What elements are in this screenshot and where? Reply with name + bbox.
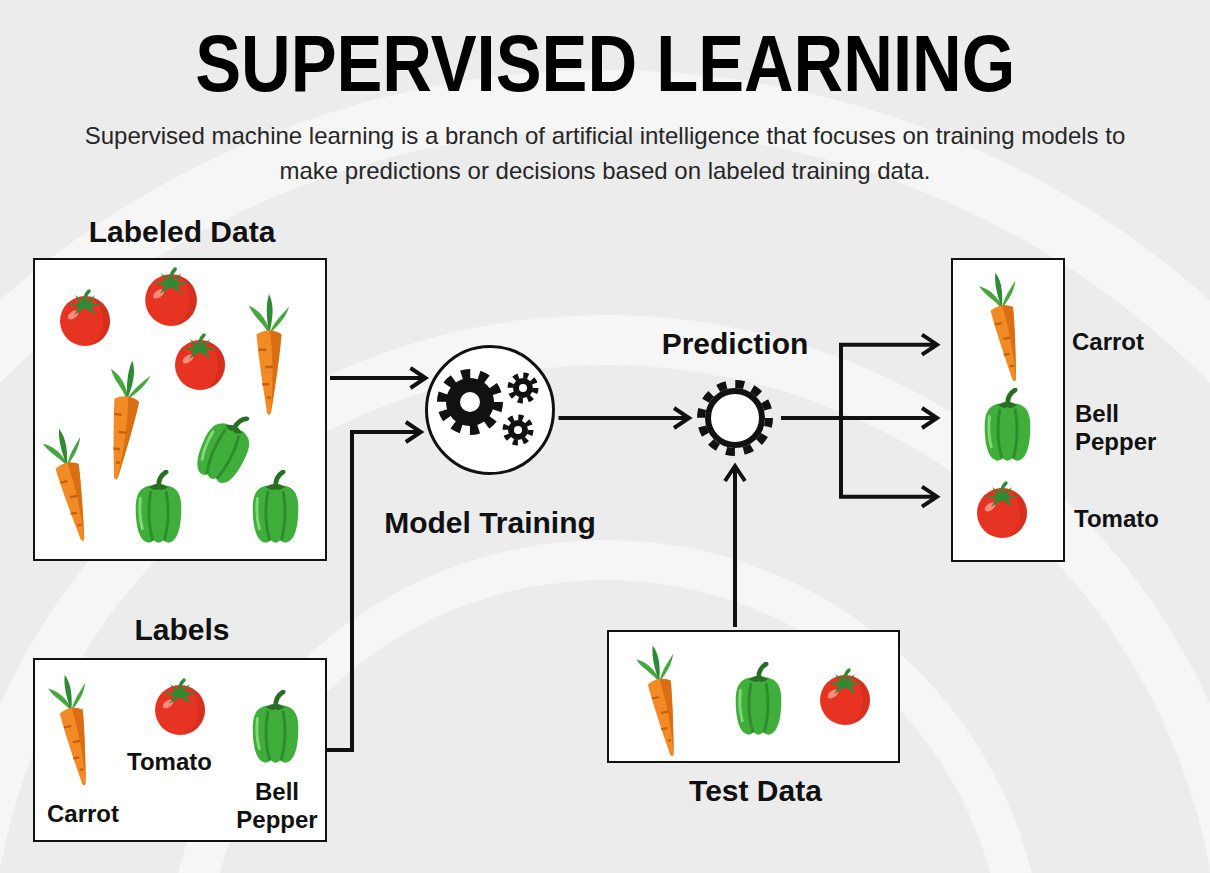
- gear-hole: [514, 426, 522, 434]
- connector: [735, 466, 736, 627]
- circle-outline: [427, 347, 554, 474]
- text-wrap: Model Training: [325, 505, 655, 541]
- item-label: Carrot: [47, 800, 119, 829]
- caption-wrap: Supervised machine learning is a branch …: [80, 118, 1130, 188]
- background-arcs: [0, 100, 1210, 873]
- text-wrap: Tomato: [127, 748, 237, 777]
- text-wrap: Labels: [35, 612, 329, 648]
- pepper-picture: [253, 472, 299, 543]
- prediction-gear: Prediction: [697, 380, 773, 456]
- text-wrap: Tomato: [1074, 505, 1204, 534]
- title-wrap: SUPERVISED LEARNING: [0, 24, 1210, 104]
- box-heading: Test Data: [689, 773, 822, 809]
- box-fill: [33, 258, 327, 561]
- output-box: CarrotBell PepperTomato: [951, 258, 1065, 562]
- tomato-picture: [145, 269, 197, 326]
- tomato-picture: [175, 335, 225, 390]
- gear-icon: [442, 374, 536, 443]
- tomato-picture: [60, 291, 110, 346]
- text-wrap: Carrot: [1072, 328, 1202, 357]
- pepper-picture: [136, 472, 182, 543]
- gear-hole: [519, 384, 527, 392]
- tomato-picture: [977, 483, 1027, 538]
- gear-teeth: [511, 376, 536, 401]
- connector: [781, 345, 937, 497]
- labels-box: LabelsTomatoBell PepperCarrot: [33, 658, 327, 842]
- gear-teeth: [701, 384, 769, 452]
- tomato-picture: [155, 680, 205, 735]
- circle-outline: [425, 345, 555, 475]
- box-fill: [33, 658, 327, 842]
- connector: [327, 432, 421, 750]
- connector-line: [327, 432, 421, 750]
- gear-body: [508, 420, 528, 440]
- item-label: Tomato: [127, 748, 212, 777]
- box-fill: [951, 258, 1065, 562]
- text-wrap: Carrot: [47, 800, 157, 829]
- item-label: Bell Pepper: [233, 778, 321, 834]
- item-label: Carrot: [1072, 328, 1144, 357]
- connector-line: [781, 418, 937, 497]
- gear-outline: [697, 380, 773, 456]
- box-heading: Model Training: [384, 505, 596, 541]
- connector-line: [330, 376, 425, 380]
- carrot-picture: [249, 294, 289, 415]
- pepper-picture: [985, 390, 1031, 461]
- background-arc: [0, 100, 1210, 873]
- gear-ring: [708, 391, 762, 445]
- carrot-picture: [40, 425, 101, 545]
- gear-body: [513, 378, 533, 398]
- connector: [559, 418, 689, 419]
- item-label: Bell Pepper: [1075, 400, 1175, 456]
- text-wrap: Prediction: [635, 326, 835, 362]
- tomato-picture: [820, 670, 870, 725]
- item-label: Tomato: [1074, 505, 1159, 534]
- carrot-picture: [977, 269, 1032, 384]
- circle-fill: [426, 346, 554, 474]
- vegetable-illustration: [40, 269, 1032, 789]
- box-heading: Prediction: [662, 326, 809, 362]
- gear-hole: [460, 392, 480, 412]
- carrot-picture: [634, 642, 690, 759]
- caption: Supervised machine learning is a branch …: [80, 118, 1130, 188]
- gear-teeth: [506, 418, 531, 443]
- pepper-picture: [736, 664, 782, 735]
- connector-line: [733, 466, 737, 627]
- box-fill: [607, 630, 900, 763]
- carrot-picture: [46, 671, 102, 788]
- text-wrap: Test Data: [609, 773, 902, 809]
- gear-teeth: [442, 374, 498, 430]
- connector-line: [559, 416, 689, 420]
- data-box: Labeled Data: [33, 258, 327, 561]
- text-wrap: Bell Pepper: [1075, 400, 1175, 456]
- text-wrap: Labeled Data: [35, 214, 329, 250]
- pepper-picture: [253, 692, 299, 763]
- text-wrap: Bell Pepper: [233, 778, 321, 834]
- box-heading: Labels: [134, 612, 229, 648]
- test-box: Test Data: [607, 630, 900, 763]
- carrot-picture: [96, 358, 152, 483]
- box-heading: Labeled Data: [89, 214, 276, 250]
- training-circle: Model Training: [425, 345, 555, 475]
- pepper-picture: [191, 406, 261, 488]
- title: SUPERVISED LEARNING: [195, 24, 1015, 104]
- connector: [330, 377, 425, 378]
